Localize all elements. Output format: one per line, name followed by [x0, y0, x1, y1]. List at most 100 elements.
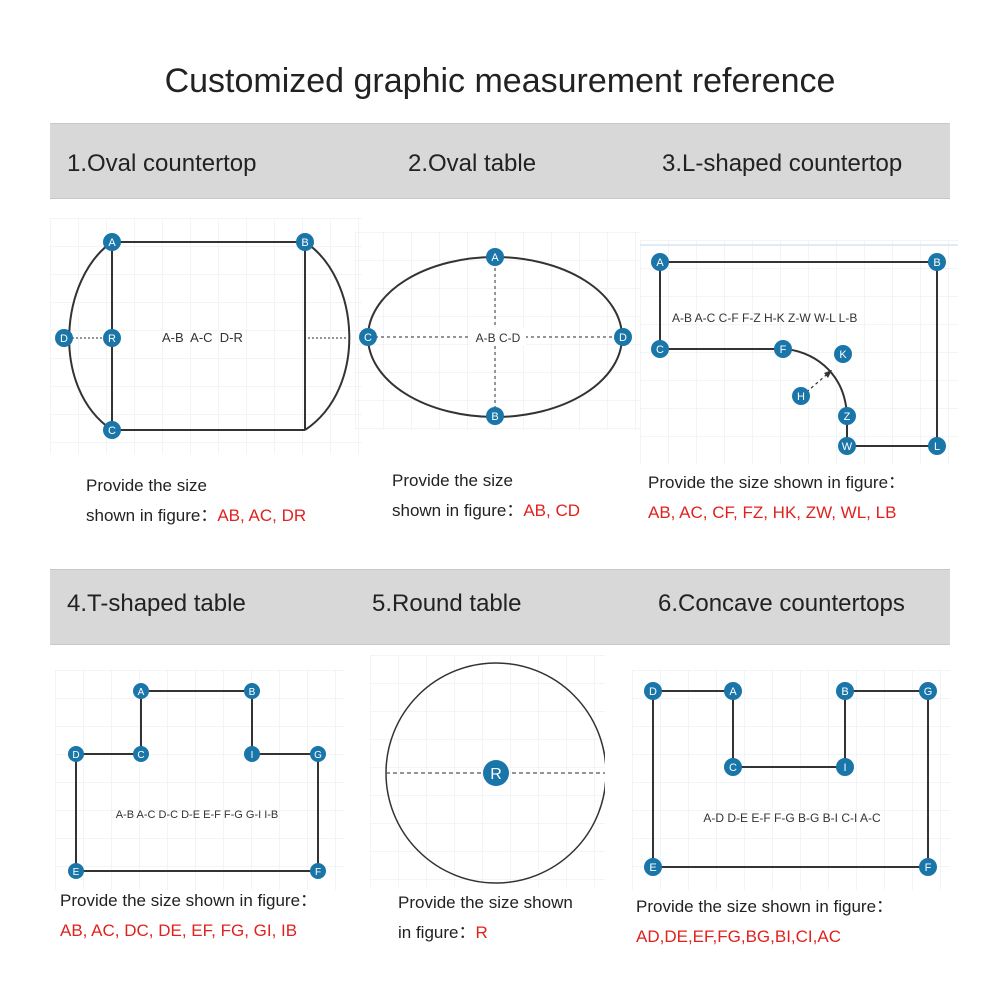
point-label: B	[841, 686, 848, 698]
point-label: L	[934, 441, 940, 453]
caption-line: in figure：	[398, 923, 476, 942]
point-a-marker: A	[133, 683, 149, 699]
point-label: F	[315, 867, 321, 878]
point-label: F	[780, 344, 787, 356]
formula-label: A-B A-C D-R	[162, 330, 243, 345]
point-label: A	[108, 237, 116, 249]
page-title: Customized graphic measurement reference	[164, 62, 836, 100]
point-a-marker: A	[724, 682, 742, 700]
point-b-marker: B	[296, 233, 314, 251]
header-l-shaped-countertop: 3.L-shaped countertop	[662, 150, 903, 177]
point-c-marker: C	[651, 340, 669, 358]
point-g-marker: G	[919, 682, 937, 700]
point-c-marker: C	[133, 746, 149, 762]
diagram-oval-countertop: A B D R C A-B A-C D-R	[50, 218, 362, 454]
diagram-t-shaped-table: A-B A-C D-C D-E E-F F-G G-I I-B A B D C …	[55, 670, 345, 890]
point-a-marker: A	[486, 248, 504, 266]
point-b-marker: B	[486, 407, 504, 425]
caption-oval-countertop: Provide the size shown in figure：AB, AC,…	[86, 471, 306, 531]
point-label: R	[490, 766, 502, 783]
required-sizes: AB, AC, CF, FZ, HK, ZW, WL, LB	[648, 503, 897, 522]
header-band-bottom	[50, 569, 950, 645]
point-f-marker: F	[310, 863, 326, 879]
point-w-marker: W	[838, 437, 856, 455]
point-label: D	[619, 332, 627, 344]
point-label: B	[933, 257, 940, 269]
caption-line: Provide the size shown in figure：	[648, 473, 906, 492]
header-round-table: 5.Round table	[372, 590, 522, 617]
diagram-concave-countertops: A-D D-E E-F F-G B-G B-I C-I A-C D A B G …	[632, 670, 950, 890]
point-label: C	[656, 344, 664, 356]
header-concave-countertops: 6.Concave countertops	[658, 590, 905, 617]
point-label: F	[925, 862, 932, 874]
caption-line: Provide the size	[392, 471, 513, 490]
point-label: A	[138, 687, 145, 698]
caption-line: shown in figure：	[86, 506, 218, 525]
caption-concave-countertops: Provide the size shown in figure： AD,DE,…	[636, 892, 893, 952]
point-label: B	[301, 237, 308, 249]
formula-label: A-B A-C C-F F-Z H-K Z-W W-L L-B	[672, 311, 857, 325]
header-t-shaped-table: 4.T-shaped table	[67, 590, 246, 617]
point-label: K	[839, 349, 847, 361]
caption-oval-table: Provide the size shown in figure：AB, CD	[392, 466, 580, 526]
point-label: C	[137, 750, 144, 761]
point-b-marker: B	[244, 683, 260, 699]
point-label: A	[656, 257, 664, 269]
header-oval-table: 2.Oval table	[408, 150, 537, 177]
caption-line: shown in figure：	[392, 501, 524, 520]
point-label: A	[729, 686, 737, 698]
point-label: Z	[844, 411, 851, 423]
point-z-marker: Z	[838, 407, 856, 425]
point-f-marker: F	[919, 858, 937, 876]
point-d-marker: D	[68, 746, 84, 762]
point-label: A	[491, 252, 499, 264]
point-r-marker: R	[483, 760, 509, 786]
point-c-marker: C	[359, 328, 377, 346]
point-c-marker: C	[103, 421, 121, 439]
point-label: R	[108, 333, 116, 345]
point-label: W	[842, 441, 853, 453]
point-label: C	[729, 762, 737, 774]
point-label: I	[843, 762, 846, 774]
caption-round-table: Provide the size shown in figure：R	[398, 888, 573, 948]
point-label: D	[60, 333, 68, 345]
header-oval-countertop: 1.Oval countertop	[67, 150, 257, 177]
caption-line: Provide the size	[86, 476, 207, 495]
point-e-marker: E	[68, 863, 84, 879]
required-sizes: AB, AC, DR	[217, 506, 307, 525]
point-label: D	[649, 686, 657, 698]
point-r-marker: R	[103, 329, 121, 347]
required-sizes: AB, AC, DC, DE, EF, FG, GI, IB	[60, 921, 298, 940]
point-a-marker: A	[651, 253, 669, 271]
caption-t-shaped-table: Provide the size shown in figure： AB, AC…	[60, 886, 317, 946]
point-d-marker: D	[614, 328, 632, 346]
point-label: E	[649, 862, 656, 874]
point-b-marker: B	[836, 682, 854, 700]
formula-label: A-D D-E E-F F-G B-G B-I C-I A-C	[703, 811, 881, 825]
point-d-marker: D	[55, 329, 73, 347]
point-label: B	[491, 411, 498, 423]
point-k-marker: K	[834, 345, 852, 363]
diagram-oval-table: A-B C-D A C D B	[355, 232, 640, 430]
required-sizes: R	[475, 923, 488, 942]
diagram-round-table: R	[370, 655, 605, 887]
point-a-marker: A	[103, 233, 121, 251]
required-sizes: AD,DE,EF,FG,BG,BI,CI,AC	[636, 927, 841, 946]
point-label: D	[72, 750, 79, 761]
diagram-l-shaped-countertop: A-B A-C C-F F-Z H-K Z-W W-L L-B A B C F …	[640, 240, 958, 464]
point-g-marker: G	[310, 746, 326, 762]
point-label: C	[108, 425, 116, 437]
header-band-top	[50, 123, 950, 199]
point-d-marker: D	[644, 682, 662, 700]
point-label: I	[251, 750, 254, 761]
point-i-marker: I	[836, 758, 854, 776]
caption-l-shaped-countertop: Provide the size shown in figure： AB, AC…	[648, 468, 905, 528]
point-i-marker: I	[244, 746, 260, 762]
caption-line: Provide the size shown in figure：	[636, 897, 894, 916]
point-label: H	[797, 391, 805, 403]
point-label: E	[73, 867, 80, 878]
point-c-marker: C	[724, 758, 742, 776]
point-label: G	[924, 686, 933, 698]
point-f-marker: F	[774, 340, 792, 358]
point-label: G	[314, 750, 322, 761]
